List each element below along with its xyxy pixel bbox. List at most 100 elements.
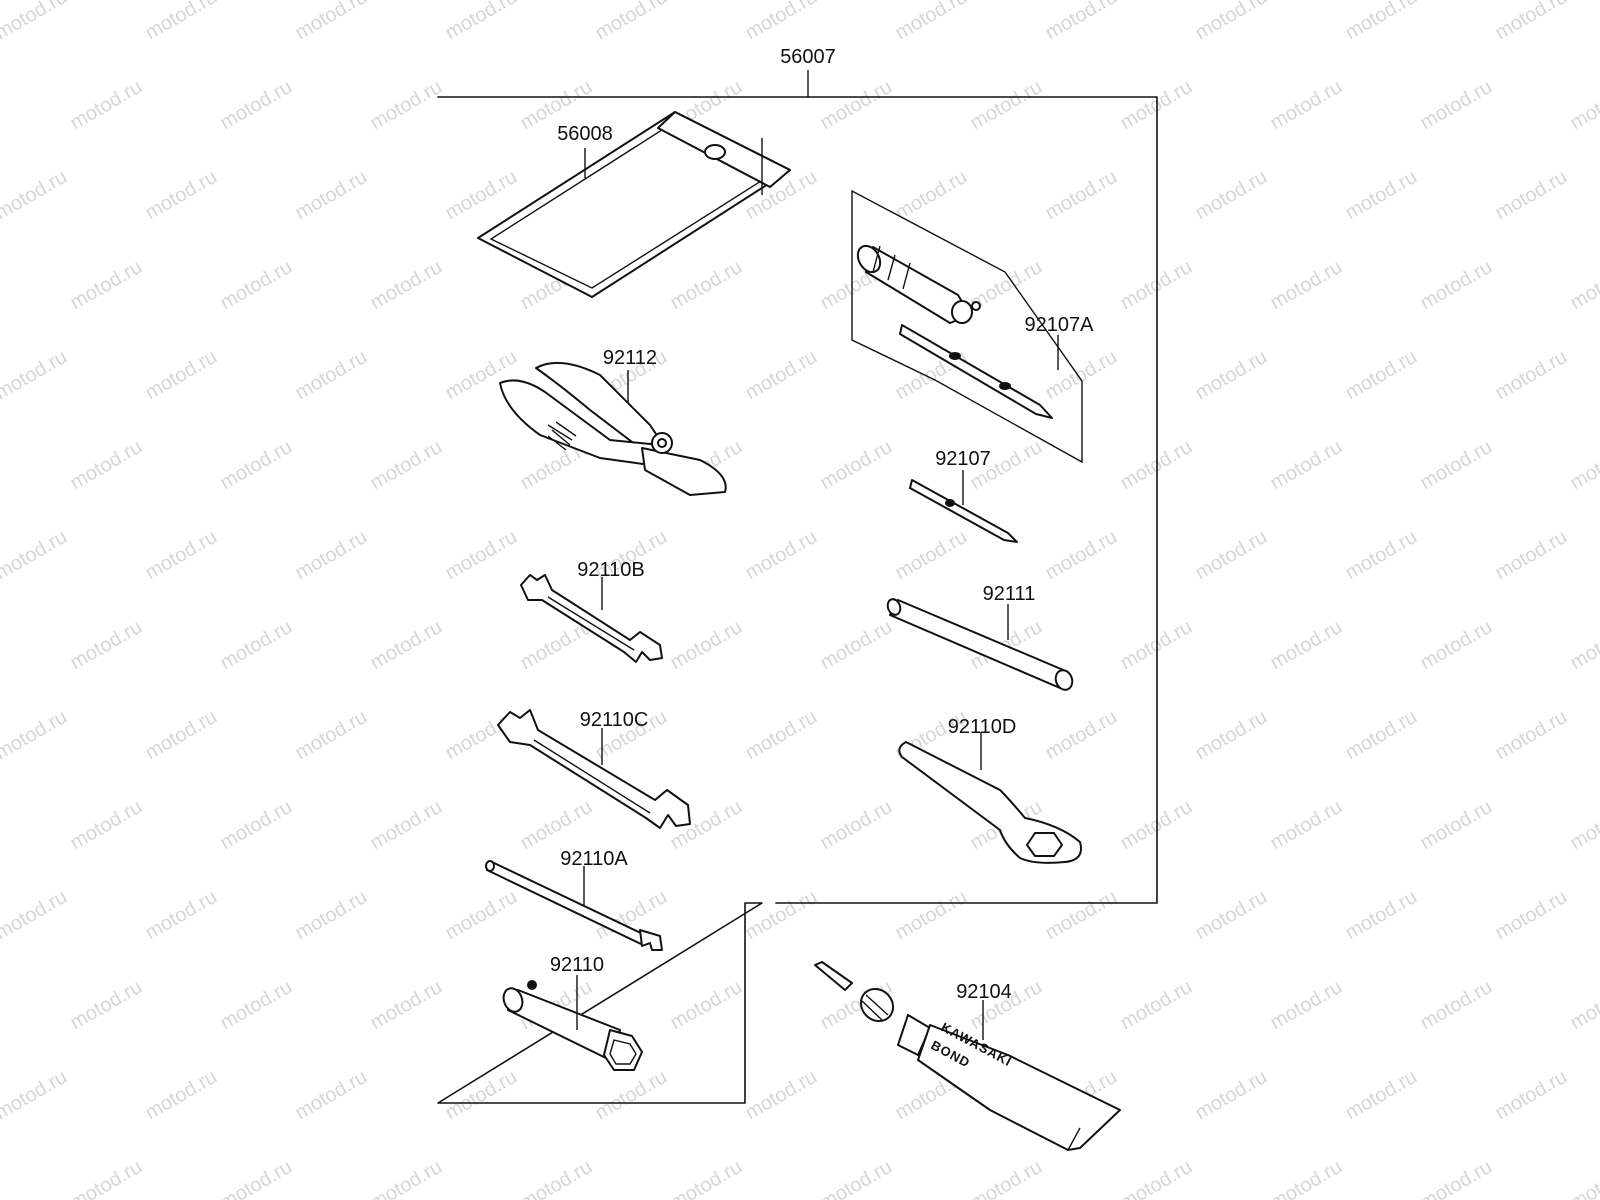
part-large-wrench[interactable]: 92110C <box>497 709 691 829</box>
watermark-text: motod.ru <box>1267 1156 1346 1200</box>
watermark-text: motod.ru <box>742 0 821 44</box>
watermark-text: motod.ru <box>442 0 521 44</box>
watermark-text: motod.ru <box>217 256 296 315</box>
watermark-text: motod.ru <box>142 346 221 405</box>
watermark-text: motod.ru <box>67 256 146 315</box>
watermark-text: motod.ru <box>0 166 71 225</box>
watermark-text: motod.ru <box>1267 616 1346 675</box>
watermark-text: motod.ru <box>1492 886 1571 945</box>
watermark-text: motod.ru <box>217 1156 296 1200</box>
part-spark-plug-wrench[interactable]: 92110 <box>500 954 643 1071</box>
watermark-text: motod.ru <box>442 1066 521 1125</box>
watermark-text: motod.ru <box>1417 976 1496 1035</box>
watermark-text: motod.ru <box>667 1156 746 1200</box>
part-number-label: 56008 <box>557 123 613 145</box>
extension-bar-icon <box>886 598 1074 691</box>
part-number-label: 92110A <box>560 848 628 870</box>
watermark-text: motod.ru <box>292 346 371 405</box>
watermark-text: motod.ru <box>742 526 821 585</box>
watermark-text: motod.ru <box>1342 0 1421 44</box>
watermark-text: motod.ru <box>367 1156 446 1200</box>
watermark-text: motod.ru <box>67 616 146 675</box>
watermark-text: motod.ru <box>1192 526 1271 585</box>
watermark-text: motod.ru <box>67 796 146 855</box>
watermark-text: motod.ru <box>67 1156 146 1200</box>
watermark-text: motod.ru <box>517 796 596 855</box>
watermark-text: motod.ru <box>367 76 446 135</box>
part-screwdriver-bit[interactable]: 92107 <box>909 448 1018 543</box>
watermark-text: motod.ru <box>1342 166 1421 225</box>
watermark-text: motod.ru <box>142 526 221 585</box>
watermark-text: motod.ru <box>142 706 221 765</box>
part-bond-tube[interactable]: KAWASAKI BOND 92104 <box>814 961 1121 1151</box>
watermark-text: motod.ru <box>292 0 371 44</box>
part-extension-bar[interactable]: 92111 <box>886 583 1075 692</box>
watermark-text: motod.ru <box>0 706 71 765</box>
part-number-label: 92104 <box>956 981 1012 1003</box>
watermark-text: motod.ru <box>67 976 146 1035</box>
watermark-text: motod.ru <box>1192 1066 1271 1125</box>
watermark-text: motod.ru <box>817 796 896 855</box>
watermark-text: motod.ru <box>1492 166 1571 225</box>
watermark-text: motod.ru <box>67 76 146 135</box>
watermark-text: motod.ru <box>0 346 71 405</box>
box-wrench-icon <box>898 741 1082 864</box>
part-driver-grip-set[interactable]: 92107A <box>851 189 1094 464</box>
watermark-text: motod.ru <box>217 976 296 1035</box>
watermark-text: motod.ru <box>292 706 371 765</box>
screwdriver-bit-icon <box>909 479 1018 543</box>
watermark-text: motod.ru <box>142 1066 221 1125</box>
part-small-wrench[interactable]: 92110B <box>520 559 663 663</box>
watermark-text: motod.ru <box>1342 886 1421 945</box>
watermark-text: motod.ru <box>592 1066 671 1125</box>
part-tool-bag[interactable]: 56008 <box>477 111 791 298</box>
watermark-text: motod.ru <box>1192 886 1271 945</box>
watermark-text: motod.ru <box>1417 76 1496 135</box>
watermark-text: motod.ru <box>892 0 971 44</box>
watermark-text: motod.ru <box>1042 0 1121 44</box>
watermark-text: motod.ru <box>367 976 446 1035</box>
watermark-text: motod.ru <box>0 886 71 945</box>
watermark-text: motod.ru <box>0 1066 71 1125</box>
pliers-icon <box>499 361 727 496</box>
watermark-text: motod.ru <box>1342 706 1421 765</box>
watermark-text: motod.ru <box>517 1156 596 1200</box>
open-end-wrench-icon <box>497 709 691 829</box>
watermark-text: motod.ru <box>1567 796 1600 855</box>
watermark-text: motod.ru <box>1492 526 1571 585</box>
watermark-text: motod.ru <box>1342 526 1421 585</box>
part-number-label: 92112 <box>603 347 657 369</box>
watermark-text: motod.ru <box>892 886 971 945</box>
screwdriver-bit-icon <box>899 324 1053 419</box>
watermark-text: motod.ru <box>367 436 446 495</box>
watermark-text: motod.ru <box>1192 166 1271 225</box>
watermark-text: motod.ru <box>367 796 446 855</box>
watermark-text: motod.ru <box>1117 616 1196 675</box>
watermark-text: motod.ru <box>1492 706 1571 765</box>
watermark-text: motod.ru <box>742 1066 821 1125</box>
watermark-text: motod.ru <box>817 1156 896 1200</box>
part-rod-handle[interactable]: 92110A <box>485 848 663 951</box>
part-pliers[interactable]: 92112 <box>499 347 727 496</box>
part-number-label: 92110C <box>580 709 649 731</box>
watermark-text: motod.ru <box>892 166 971 225</box>
watermark-text: motod.ru <box>1042 886 1121 945</box>
watermark-text: motod.ru <box>217 436 296 495</box>
watermark-text: motod.ru <box>1492 346 1571 405</box>
watermark-text: motod.ru <box>1567 976 1600 1035</box>
watermark-text: motod.ru <box>1567 616 1600 675</box>
watermark-text: motod.ru <box>67 436 146 495</box>
watermark-text: motod.ru <box>142 166 221 225</box>
watermark-text: motod.ru <box>442 166 521 225</box>
watermark-text: motod.ru <box>1567 76 1600 135</box>
watermark-text: motod.ru <box>1567 436 1600 495</box>
tool-bag-icon <box>477 111 791 298</box>
watermark-text: motod.ru <box>817 76 896 135</box>
part-box-wrench[interactable]: 92110D <box>898 716 1082 864</box>
part-number-label: 92110B <box>577 559 644 581</box>
part-number-label: 92110 <box>550 954 604 976</box>
watermark-text: motod.ru <box>967 76 1046 135</box>
watermark-text: motod.ru <box>667 256 746 315</box>
